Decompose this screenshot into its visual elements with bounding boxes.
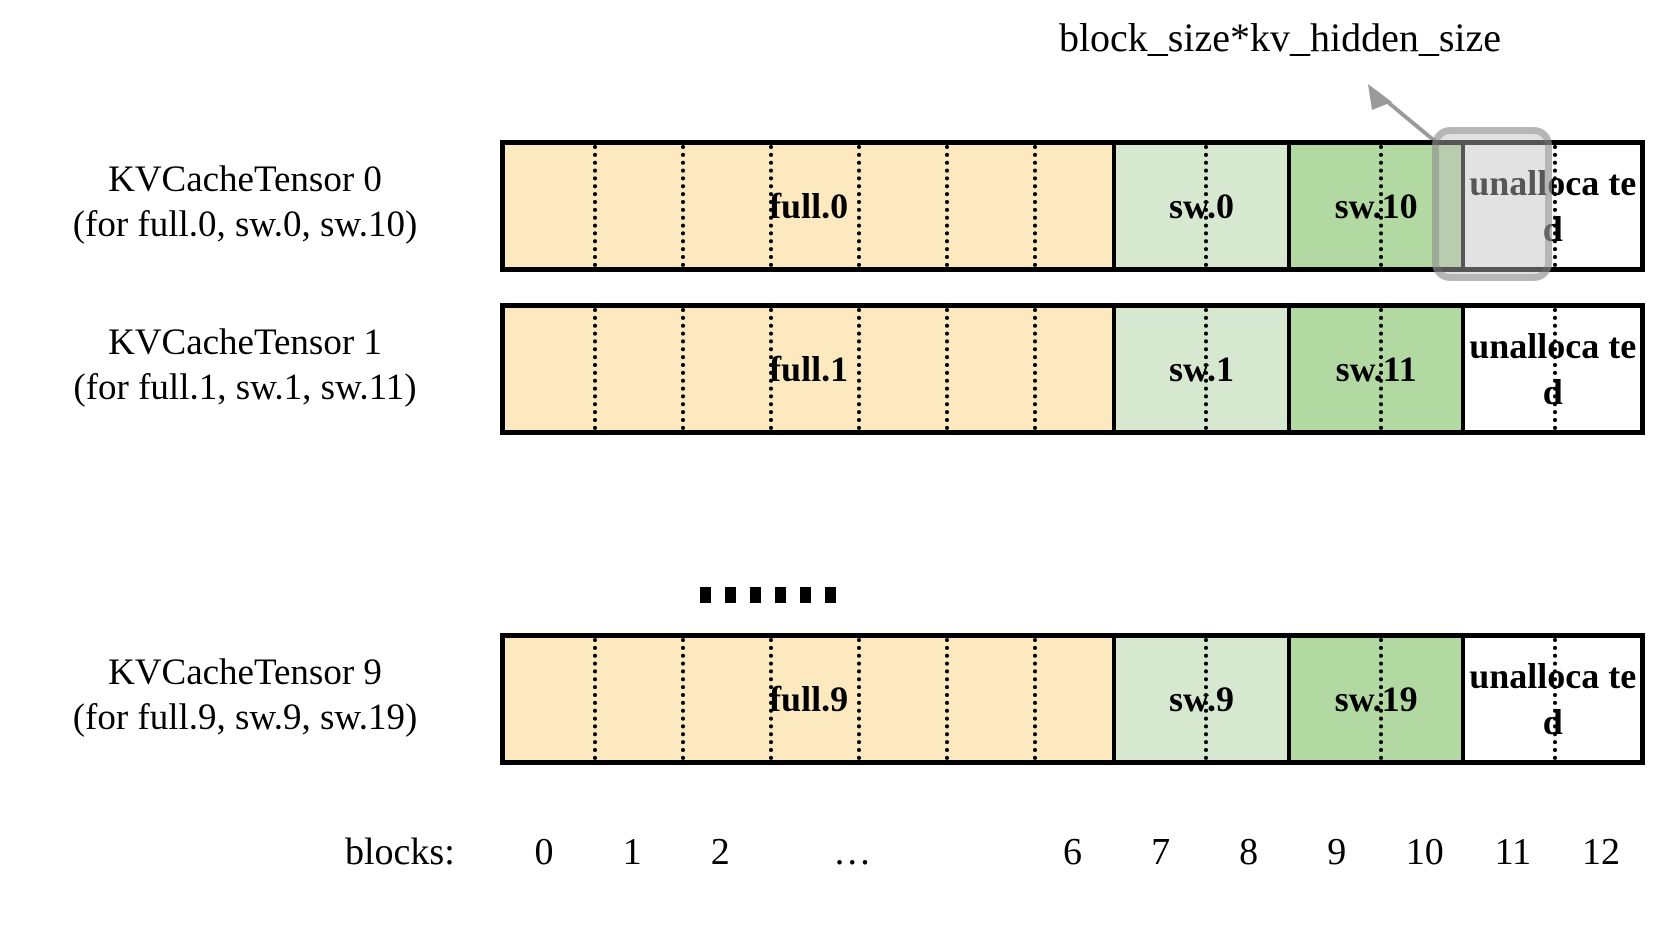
block-divider <box>769 145 774 267</box>
block-highlight-box <box>1432 127 1552 281</box>
tensor-row-label: KVCacheTensor 0(for full.0, sw.0, sw.10) <box>10 157 480 247</box>
ellipsis-dot <box>800 587 811 603</box>
blocks-axis-tick: 12 <box>1581 831 1620 873</box>
tensor-segment-label: full.9 <box>769 679 849 719</box>
blocks-axis-title: blocks: <box>345 831 455 873</box>
block-divider <box>1204 145 1209 267</box>
tensor-segment-label: sw.9 <box>1168 679 1234 719</box>
tensor-segment-label: full.1 <box>769 349 849 389</box>
tensor-row-label: KVCacheTensor 1(for full.1, sw.1, sw.11) <box>10 320 480 410</box>
tensor-segment-sw1: sw.1 <box>1116 308 1291 430</box>
block-divider <box>1033 145 1038 267</box>
tensor-segment-label: sw.11 <box>1335 349 1417 389</box>
tensor-segment-sw2: sw.11 <box>1290 308 1466 430</box>
block-divider <box>1378 145 1383 267</box>
block-divider <box>857 638 862 760</box>
rows-ellipsis <box>700 575 900 615</box>
block-divider <box>857 145 862 267</box>
tensor-segment-label: sw.1 <box>1168 349 1234 389</box>
block-divider <box>945 145 950 267</box>
tensor-row-label-name: KVCacheTensor 1 <box>108 322 382 363</box>
tensor-segment-unalloc: unalloca ted <box>1465 308 1640 430</box>
block-divider <box>945 308 950 430</box>
block-divider <box>1553 638 1558 760</box>
tensor-segment-unalloc: unalloca ted <box>1465 638 1640 760</box>
ellipsis-dot <box>700 587 711 603</box>
block-divider <box>1033 638 1038 760</box>
tensor-row-label-name: KVCacheTensor 0 <box>108 159 382 200</box>
blocks-axis-tick: … <box>833 831 872 873</box>
tensor-bar: full.9 sw.9 sw.19 unalloca ted <box>500 633 1645 765</box>
tensor-bar: full.0 sw.0 sw.10 unalloca ted <box>500 140 1645 272</box>
callout-label: block_size*kv_hidden_size <box>1058 15 1502 60</box>
block-divider <box>1204 638 1209 760</box>
tensor-row-label-contents: (for full.0, sw.0, sw.10) <box>72 204 418 245</box>
ellipsis-dot <box>825 587 836 603</box>
blocks-axis-tick: 10 <box>1405 831 1444 873</box>
block-divider <box>681 638 686 760</box>
block-divider <box>1204 308 1209 430</box>
ellipsis-dot <box>750 587 761 603</box>
block-divider <box>1553 145 1558 267</box>
tensor-segment-full: full.9 <box>505 638 1117 760</box>
block-divider <box>1378 308 1383 430</box>
block-divider <box>945 638 950 760</box>
blocks-axis-tick: 2 <box>710 831 730 873</box>
tensor-row-label-name: KVCacheTensor 9 <box>108 652 382 693</box>
block-divider <box>593 638 598 760</box>
ellipsis-dot <box>775 587 786 603</box>
block-divider <box>769 308 774 430</box>
blocks-axis-tick: 9 <box>1327 831 1347 873</box>
tensor-segment-label: full.0 <box>769 186 849 226</box>
tensor-segment-label: unalloca ted <box>1469 163 1637 249</box>
block-divider <box>857 308 862 430</box>
blocks-axis-tick: 11 <box>1494 831 1532 873</box>
tensor-segment-full: full.1 <box>505 308 1117 430</box>
tensor-segment-sw1: sw.9 <box>1116 638 1291 760</box>
block-divider <box>769 638 774 760</box>
blocks-axis-tick: 1 <box>622 831 642 873</box>
block-divider <box>1553 308 1558 430</box>
tensor-segment-sw2: sw.10 <box>1290 145 1466 267</box>
tensor-row-label: KVCacheTensor 9(for full.9, sw.9, sw.19) <box>10 650 480 740</box>
blocks-axis-tick: 7 <box>1151 831 1171 873</box>
tensor-segment-unalloc: unalloca ted <box>1465 145 1640 267</box>
tensor-segment-label: sw.19 <box>1334 679 1418 719</box>
tensor-segment-label: unalloca ted <box>1469 656 1637 742</box>
tensor-segment-full: full.0 <box>505 145 1117 267</box>
block-divider <box>681 145 686 267</box>
blocks-axis-tick: 0 <box>534 831 554 873</box>
block-divider <box>681 308 686 430</box>
tensor-row-label-contents: (for full.1, sw.1, sw.11) <box>73 367 417 408</box>
ellipsis-dot <box>725 587 736 603</box>
tensor-row-label-contents: (for full.9, sw.9, sw.19) <box>72 697 418 738</box>
blocks-axis-tick: 6 <box>1063 831 1082 873</box>
block-divider <box>593 308 598 430</box>
tensor-segment-label: sw.0 <box>1168 186 1234 226</box>
tensor-segment-sw2: sw.19 <box>1290 638 1466 760</box>
tensor-segment-label: unalloca ted <box>1469 326 1637 412</box>
block-divider <box>1033 308 1038 430</box>
block-divider <box>593 145 598 267</box>
block-divider <box>1378 638 1383 760</box>
tensor-bar: full.1 sw.1 sw.11 unalloca ted <box>500 303 1645 435</box>
blocks-axis-tick: 8 <box>1239 831 1259 873</box>
tensor-segment-sw1: sw.0 <box>1116 145 1291 267</box>
tensor-segment-label: sw.10 <box>1334 186 1418 226</box>
